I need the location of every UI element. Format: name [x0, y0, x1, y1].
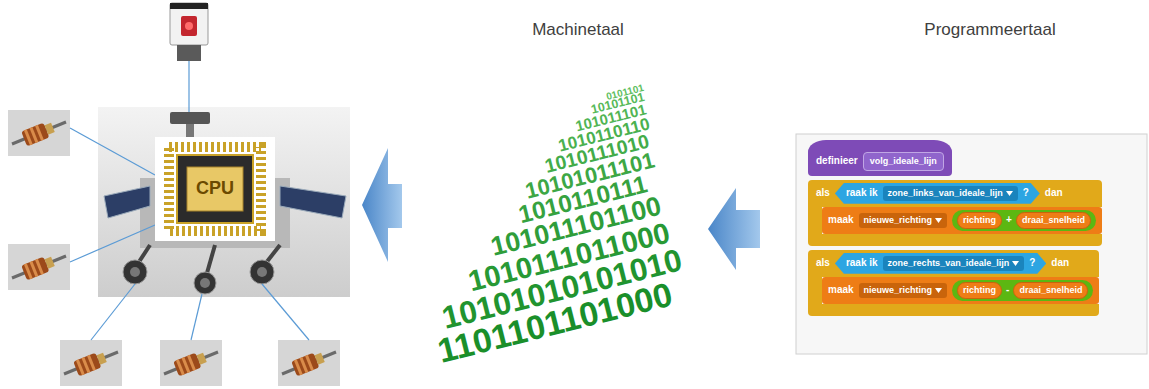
script-area	[796, 134, 1147, 354]
block-keyword: raak ik	[846, 257, 878, 269]
wire	[188, 61, 189, 112]
variable-name: richting	[963, 215, 996, 226]
rover-picture	[170, 112, 210, 124]
wire	[70, 128, 155, 175]
variable-reporter: richting	[957, 282, 1002, 299]
rover-picture	[250, 260, 274, 284]
dropdown-triangle	[935, 218, 942, 223]
dropdown-triangle	[1006, 191, 1013, 196]
dropdown-triangle	[1012, 261, 1019, 266]
distance-sensor	[170, 3, 208, 9]
chip-label: CPU	[196, 178, 234, 200]
rover-picture	[130, 267, 140, 277]
operator-symbol: +	[1006, 214, 1012, 226]
distance-sensor	[170, 3, 208, 45]
motor-icon	[278, 340, 340, 386]
if-block: als raak ik zone_links_van_ideale_lijn? dan…	[808, 180, 1102, 246]
block-keyword: maak	[828, 214, 854, 226]
rover-picture	[257, 267, 267, 277]
motor-icon	[60, 340, 122, 386]
dropdown-triangle	[935, 288, 942, 293]
wire	[70, 61, 309, 340]
rover-picture	[98, 107, 350, 297]
block-keyword: raak ik	[846, 187, 878, 199]
cpu-chip: CPU	[155, 137, 275, 241]
variable-reporter: richting	[957, 212, 1002, 229]
dropdown-triangle	[1012, 261, 1019, 266]
block-keyword: als	[816, 257, 830, 269]
variable-reporter: draai_snelheid	[1016, 212, 1091, 229]
dropdown-menu: zone_rechts_van_ideale_lijn	[883, 256, 1025, 271]
wire	[91, 284, 135, 340]
block-keyword: definieer	[816, 155, 858, 167]
rover-picture	[280, 186, 346, 218]
dropdown-menu: nieuwe_richting	[859, 213, 948, 228]
operator-symbol: -	[1006, 284, 1009, 296]
wire	[70, 225, 155, 262]
rover-picture	[200, 278, 210, 288]
dropdown-menu: nieuwe_richting	[859, 283, 948, 298]
block-keyword: dan	[1045, 187, 1063, 199]
dropdown-triangle	[1006, 191, 1013, 196]
block-keyword: als	[816, 187, 830, 199]
rover-picture	[104, 186, 150, 218]
sensing-condition: raak ik zone_rechts_van_ideale_lijn?	[835, 253, 1046, 274]
motor-icon	[8, 110, 70, 156]
chip-die	[187, 167, 243, 211]
dropdown-triangle	[935, 288, 942, 293]
block-keyword: dan	[1051, 257, 1069, 269]
section-heading: Machinetaal	[532, 21, 624, 40]
dropdown-value: zone_rechts_van_ideale_lijn	[888, 258, 1010, 269]
rover-picture	[194, 272, 216, 294]
chip-pins	[169, 147, 261, 231]
distance-sensor	[170, 3, 208, 61]
operator-block: richting-draai_snelheid	[952, 280, 1093, 301]
dropdown-value: nieuwe_richting	[864, 285, 933, 296]
dropdown-value: nieuwe_richting	[864, 215, 933, 226]
if-block: als raak ik zone_rechts_van_ideale_lijn? da…	[808, 250, 1099, 316]
dropdown-triangle	[935, 218, 942, 223]
dropdown-menu: zone_links_van_ideale_lijn	[883, 186, 1018, 201]
motor-icon	[160, 340, 222, 386]
block-keyword: maak	[828, 284, 854, 296]
rover-picture	[98, 107, 350, 297]
set-variable-block: maak nieuwe_richting richting-draai_snelhe…	[822, 277, 1099, 304]
motor-icon	[8, 110, 340, 386]
define-hat-block: definieer volg_ideale_lijn	[808, 140, 952, 176]
wire	[191, 294, 202, 340]
block-keyword: ?	[1029, 257, 1035, 269]
variable-reporter: draai_snelheid	[1013, 282, 1088, 299]
dropdown-value: zone_links_van_ideale_lijn	[888, 188, 1003, 199]
distance-sensor	[181, 16, 197, 36]
block-name: volg_ideale_lijn	[863, 152, 944, 171]
block-arrow	[708, 188, 760, 270]
operator-block: richting + draai_snelheid	[952, 210, 1096, 231]
distance-sensor	[177, 45, 201, 61]
variable-name: draai_snelheid	[1019, 285, 1082, 296]
variable-name: richting	[963, 285, 996, 296]
section-heading: Programmeertaal	[924, 21, 1055, 40]
block-arrow	[362, 148, 402, 262]
variable-name: draai_snelheid	[1022, 215, 1085, 226]
set-variable-block: maak nieuwe_richting richting + draai_snelhe…	[822, 207, 1102, 234]
motor-icon	[8, 244, 70, 290]
distance-sensor	[185, 22, 193, 30]
chip-body	[177, 155, 253, 223]
block-keyword: ?	[1023, 187, 1029, 199]
wire	[262, 284, 309, 340]
sensing-condition: raak ik zone_links_van_ideale_lijn?	[835, 183, 1040, 204]
rover-picture	[123, 260, 147, 284]
